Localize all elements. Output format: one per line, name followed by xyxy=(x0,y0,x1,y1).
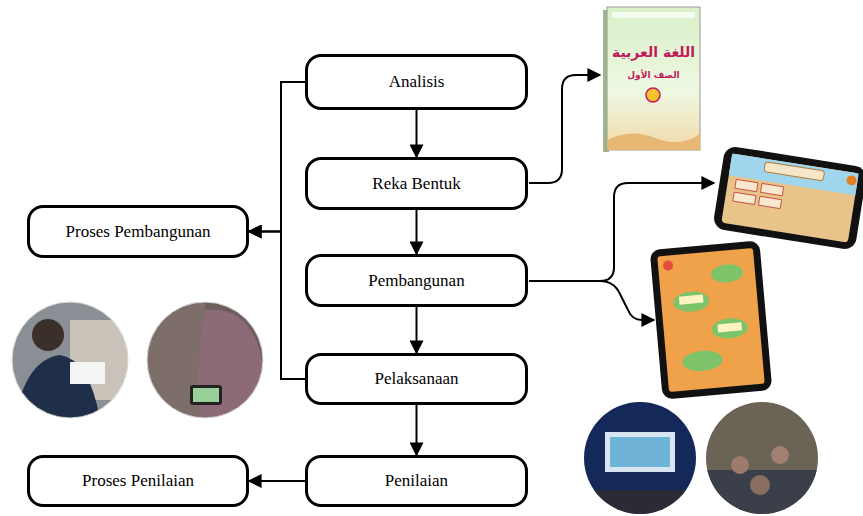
process-box: Reka Bentuk xyxy=(305,157,528,210)
box-label: Proses Penilaian xyxy=(82,471,194,491)
flow-arrow xyxy=(416,405,418,455)
process-box: Proses Pembangunan xyxy=(27,205,249,258)
box-label: Analisis xyxy=(389,72,445,92)
flow-arrow xyxy=(416,210,418,254)
cover-title: الصف الأول xyxy=(609,70,698,81)
box-label: Penilaian xyxy=(385,471,448,491)
photo-presentation xyxy=(584,400,696,516)
flow-arrow xyxy=(416,110,418,157)
process-box: Analisis xyxy=(305,54,528,110)
process-box: Pelaksanaan xyxy=(305,353,528,405)
box-label: Pelaksanaan xyxy=(374,369,458,389)
photo-participant xyxy=(145,300,265,420)
process-box: Proses Penilaian xyxy=(27,455,249,507)
tablet-screenshot xyxy=(650,240,773,399)
flow-arrow xyxy=(249,232,305,380)
box-label: Reka Bentuk xyxy=(372,174,460,194)
book-cover xyxy=(603,7,700,152)
process-box: Penilaian xyxy=(305,455,528,507)
phone-screenshot xyxy=(712,145,863,250)
photo-participant xyxy=(10,300,130,420)
flow-arrow xyxy=(416,307,418,353)
box-label: Proses Pembangunan xyxy=(66,222,211,242)
photo-audience xyxy=(706,400,818,516)
box-label: Pembangunan xyxy=(368,271,464,291)
process-box: Pembangunan xyxy=(305,254,528,307)
flow-arrow xyxy=(249,480,305,482)
cover-title: اللغة العربية xyxy=(609,44,698,61)
picture-arrows xyxy=(529,75,714,320)
flow-arrow xyxy=(249,82,305,232)
